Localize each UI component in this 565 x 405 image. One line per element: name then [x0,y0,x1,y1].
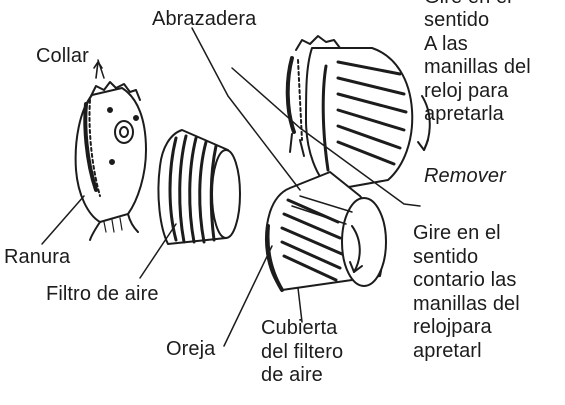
label-oreja: Oreja [166,338,216,360]
leader-abrazadera [191,27,301,191]
leader-oreja [223,245,273,347]
cover-removal-drawing [265,171,387,292]
leader-lines [41,27,421,347]
leader-collar [97,59,105,79]
label-remover: Remover [424,165,506,187]
label-cubierta-del-filtro: Cubierta del filtero de aire [261,317,344,386]
label-collar: Collar [36,45,89,67]
label-abrazadera: Abrazadera [152,8,257,30]
label-gire-contrario: Gire en el sentido contario las manillas… [413,222,520,362]
label-instruction-apretarla: sentido A las manillas del reloj para ap… [424,9,531,125]
leader-remover [231,67,421,207]
leader-filtro [139,223,177,279]
leader-cubierta [297,287,303,323]
cover-installed-drawing [285,35,431,191]
label-instruction-cut-line: Gire en el [424,0,512,10]
label-ranura: Ranura [4,246,71,268]
air-filter-drawing [157,129,241,245]
filter-base-drawing [74,61,147,241]
leader-ranura [41,195,85,245]
label-filtro-de-aire: Filtro de aire [46,283,159,305]
